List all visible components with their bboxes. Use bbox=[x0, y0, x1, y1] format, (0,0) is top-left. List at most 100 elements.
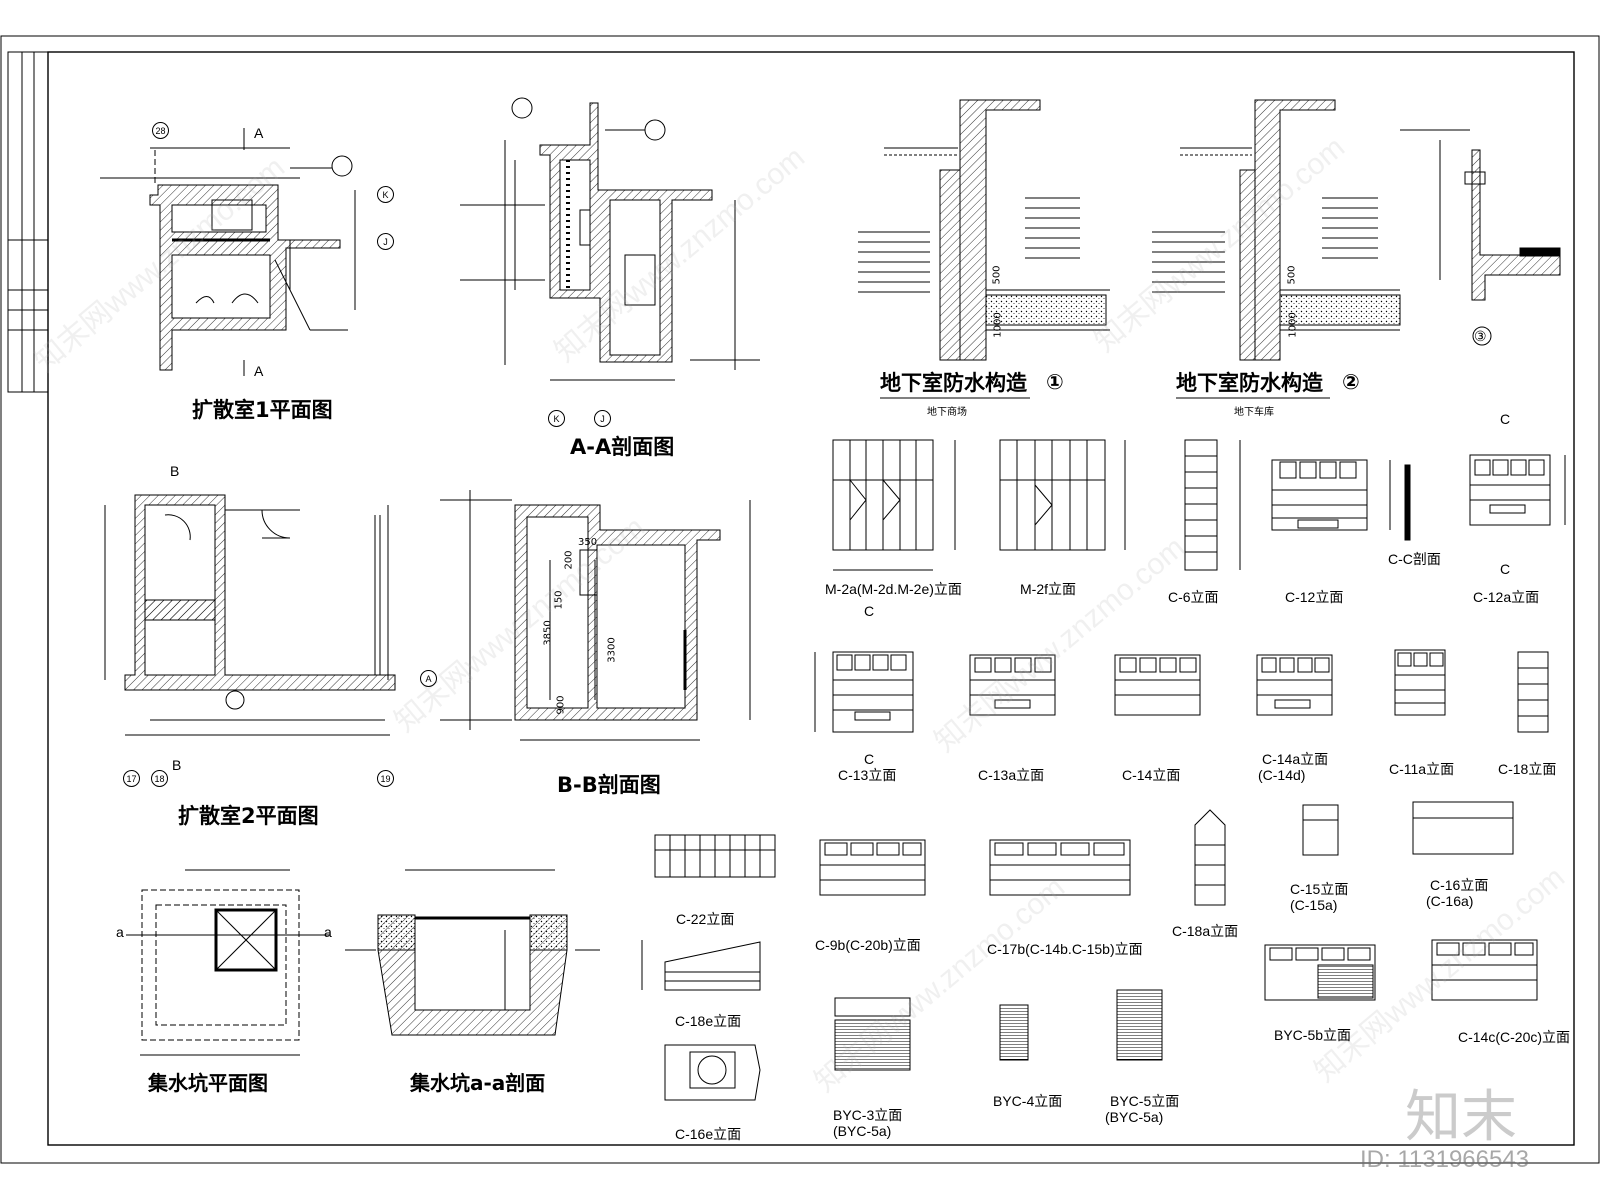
elevation-label: (BYC-5a) bbox=[1105, 1109, 1164, 1125]
axis-marker: 28 bbox=[152, 122, 169, 139]
axis-marker: 19 bbox=[377, 770, 394, 787]
elev-c16 bbox=[1412, 801, 1514, 855]
elev-c22 bbox=[654, 834, 776, 878]
section-aa bbox=[460, 97, 760, 381]
dimension-text: 900 bbox=[555, 695, 567, 715]
detail-3 bbox=[1400, 129, 1561, 346]
axis-marker: 17 bbox=[123, 770, 140, 787]
section-marker: B bbox=[170, 463, 180, 479]
section-bb bbox=[440, 490, 751, 741]
dimension-text: 200 bbox=[563, 550, 575, 570]
elevation-label: C-18a立面 bbox=[1172, 923, 1239, 939]
dimension-text: 500 bbox=[1286, 265, 1298, 285]
elev-byc3 bbox=[834, 997, 911, 1071]
section-cc bbox=[1404, 464, 1411, 541]
elev-byc5 bbox=[1116, 989, 1163, 1061]
section-marker: A bbox=[254, 125, 264, 141]
axis-marker: J bbox=[594, 410, 611, 427]
drawing-title: A-A剖面图 bbox=[570, 435, 675, 459]
elev-c6 bbox=[1184, 439, 1241, 571]
elev-c13a bbox=[969, 654, 1056, 716]
axis-marker: A bbox=[420, 670, 437, 687]
elev-c18e bbox=[641, 940, 761, 991]
drawing-title: 地下室防水构造 bbox=[1176, 371, 1323, 395]
elevation-label: C-17b(C-14b.C-15b)立面 bbox=[987, 941, 1143, 957]
dimension-text: 150 bbox=[553, 590, 565, 610]
section-marker: C bbox=[1500, 411, 1511, 427]
drawing-title: 地下室防水构造 bbox=[880, 371, 1027, 395]
elev-c16e bbox=[664, 1044, 761, 1101]
dimension-text: 3850 bbox=[542, 620, 554, 646]
znzmo-logo: 知末 bbox=[1405, 1085, 1517, 1150]
dimension-text: 500 bbox=[991, 265, 1003, 285]
dimension-text: 3300 bbox=[606, 637, 618, 663]
elevation-label: BYC-4立面 bbox=[993, 1093, 1063, 1109]
elev-byc5b bbox=[1264, 944, 1376, 1001]
elev-m2f bbox=[999, 439, 1126, 551]
drawing-number: ③ bbox=[1474, 328, 1487, 344]
elevation-label: (C-14d) bbox=[1258, 767, 1306, 783]
elevation-label: C-16立面 bbox=[1430, 877, 1489, 893]
elevation-label: (BYC-5a) bbox=[833, 1123, 892, 1139]
elev-c13 bbox=[814, 651, 914, 733]
drawing-subtitle: 地下商场 bbox=[927, 407, 967, 418]
axis-marker: K bbox=[548, 410, 565, 427]
drawing-title: B-B剖面图 bbox=[557, 773, 661, 797]
elevation-label: C-12a立面 bbox=[1473, 589, 1540, 605]
elev-c12 bbox=[1271, 459, 1391, 531]
elevation-label: C-15立面 bbox=[1290, 881, 1349, 897]
section-marker: C bbox=[864, 751, 875, 767]
plan-room2 bbox=[104, 494, 396, 736]
elev-c14c bbox=[1431, 939, 1538, 1001]
elev-c11a bbox=[1394, 649, 1446, 716]
elev-c14a bbox=[1256, 654, 1333, 716]
elev-byc4 bbox=[999, 1004, 1029, 1061]
axis-marker: K bbox=[377, 186, 394, 203]
elev-c18a bbox=[1194, 809, 1226, 906]
elevation-label: BYC-3立面 bbox=[833, 1107, 903, 1123]
waterproof-detail-1 bbox=[858, 99, 1110, 399]
waterproof-detail-2 bbox=[1152, 99, 1401, 399]
elevation-label: M-2f立面 bbox=[1020, 581, 1076, 597]
sheet-border bbox=[0, 35, 1600, 1164]
section-marker: A bbox=[254, 363, 264, 379]
elev-m2a bbox=[832, 439, 956, 571]
elevation-label: (C-16a) bbox=[1426, 893, 1474, 909]
drawing-title: 扩散室2平面图 bbox=[178, 804, 319, 828]
elevation-label: BYC-5b立面 bbox=[1274, 1027, 1352, 1043]
elevation-label: C-18e立面 bbox=[675, 1013, 742, 1029]
axis-marker: 18 bbox=[151, 770, 168, 787]
elevation-label: (C-15a) bbox=[1290, 897, 1338, 913]
dimension-text: 350 bbox=[578, 537, 598, 548]
sump-plan bbox=[126, 869, 330, 1056]
drawing-number: ② bbox=[1342, 370, 1360, 394]
plan-room1 bbox=[100, 128, 356, 376]
elev-c9b bbox=[819, 839, 926, 896]
elevation-label: C-13立面 bbox=[838, 767, 897, 783]
drawing-title: 集水坑平面图 bbox=[148, 1071, 268, 1095]
elev-c15 bbox=[1302, 804, 1339, 856]
section-marker: B bbox=[172, 757, 182, 773]
elev-c17b bbox=[989, 839, 1131, 896]
section-marker: C bbox=[1500, 561, 1511, 577]
elevation-label: C-16e立面 bbox=[675, 1126, 742, 1142]
drawing-number: ① bbox=[1046, 370, 1064, 394]
elevation-label: C-11a立面 bbox=[1389, 761, 1455, 777]
dimension-text: 1000 bbox=[992, 312, 1004, 338]
image-id-watermark: ID: 1131966543 bbox=[1360, 1146, 1530, 1173]
elevation-label: C-C剖面 bbox=[1388, 551, 1441, 567]
drawing-title: 扩散室1平面图 bbox=[192, 398, 333, 422]
elevation-label: C-13a立面 bbox=[978, 767, 1045, 783]
drawing-subtitle: 地下车库 bbox=[1234, 407, 1274, 418]
axis-marker: J bbox=[377, 233, 394, 250]
elev-c14 bbox=[1114, 654, 1201, 716]
elev-c12a bbox=[1469, 454, 1566, 526]
elevation-label: C-14立面 bbox=[1122, 767, 1181, 783]
drawing-title: 集水坑a-a剖面 bbox=[410, 1071, 546, 1095]
elev-c18 bbox=[1517, 651, 1549, 733]
elevation-label: C-18立面 bbox=[1498, 761, 1557, 777]
elevation-label: C-6立面 bbox=[1168, 589, 1219, 605]
elevation-label: C-9b(C-20b)立面 bbox=[815, 937, 921, 953]
elevation-label: BYC-5立面 bbox=[1110, 1093, 1180, 1109]
